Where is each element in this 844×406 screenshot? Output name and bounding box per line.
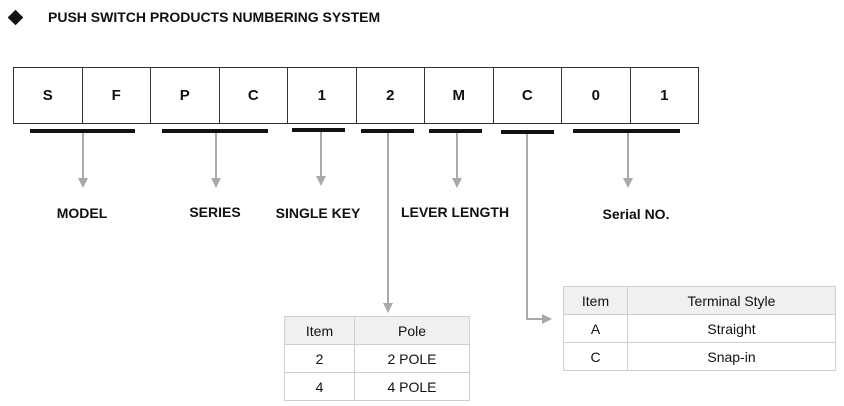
terminal-table-header-item: Item — [563, 286, 628, 315]
header: PUSH SWITCH PRODUCTS NUMBERING SYSTEM — [7, 8, 380, 26]
code-cell: 0 — [562, 68, 631, 123]
series-underline — [162, 129, 268, 133]
code-cell: 2 — [357, 68, 425, 123]
table-row: 2 2 POLE — [284, 344, 470, 373]
code-cell: C — [494, 68, 562, 123]
table-row: A Straight — [563, 314, 836, 343]
lever-length-label: LEVER LENGTH — [400, 204, 510, 220]
table-cell: 4 — [284, 372, 355, 401]
terminal-table: Item Terminal Style A Straight C Snap-in — [563, 286, 836, 371]
lever-length-underline — [429, 129, 482, 133]
table-cell: 2 POLE — [354, 344, 470, 373]
code-cell: P — [151, 68, 220, 123]
table-cell: Snap-in — [627, 342, 836, 371]
single-key-label: SINGLE KEY — [275, 205, 361, 221]
code-cell: S — [14, 68, 83, 123]
terminal-underline — [501, 130, 554, 134]
code-cell: 1 — [288, 68, 357, 123]
code-cell: 1 — [660, 87, 669, 104]
serial-no-label: Serial NO. — [602, 206, 670, 222]
page-title: PUSH SWITCH PRODUCTS NUMBERING SYSTEM — [48, 9, 381, 25]
serial-underline — [573, 129, 680, 133]
code-cell: C — [220, 68, 288, 123]
pole-table-header-pole: Pole — [354, 316, 470, 345]
part-number-box: S F P C 1 2 M C 0 1 — [13, 67, 699, 124]
table-row: 4 4 POLE — [284, 372, 470, 401]
pole-table: Item Pole 2 2 POLE 4 4 POLE — [284, 316, 470, 401]
table-header-row: Item Terminal Style — [563, 286, 836, 315]
single-key-underline — [292, 128, 345, 132]
model-label: MODEL — [56, 205, 108, 221]
code-cell: F — [83, 68, 151, 123]
terminal-table-header-style: Terminal Style — [627, 286, 836, 315]
table-header-row: Item Pole — [284, 316, 470, 345]
table-cell: A — [563, 314, 628, 343]
pole-table-header-item: Item — [284, 316, 355, 345]
table-row: C Snap-in — [563, 342, 836, 371]
table-cell: Straight — [627, 314, 836, 343]
terminal-arrow — [526, 134, 552, 324]
table-cell: C — [563, 342, 628, 371]
pole-underline — [361, 129, 414, 133]
model-underline — [30, 129, 135, 133]
series-label: SERIES — [189, 204, 241, 220]
table-cell: 2 — [284, 344, 355, 373]
code-cell: M — [425, 68, 494, 123]
table-cell: 4 POLE — [354, 372, 470, 401]
